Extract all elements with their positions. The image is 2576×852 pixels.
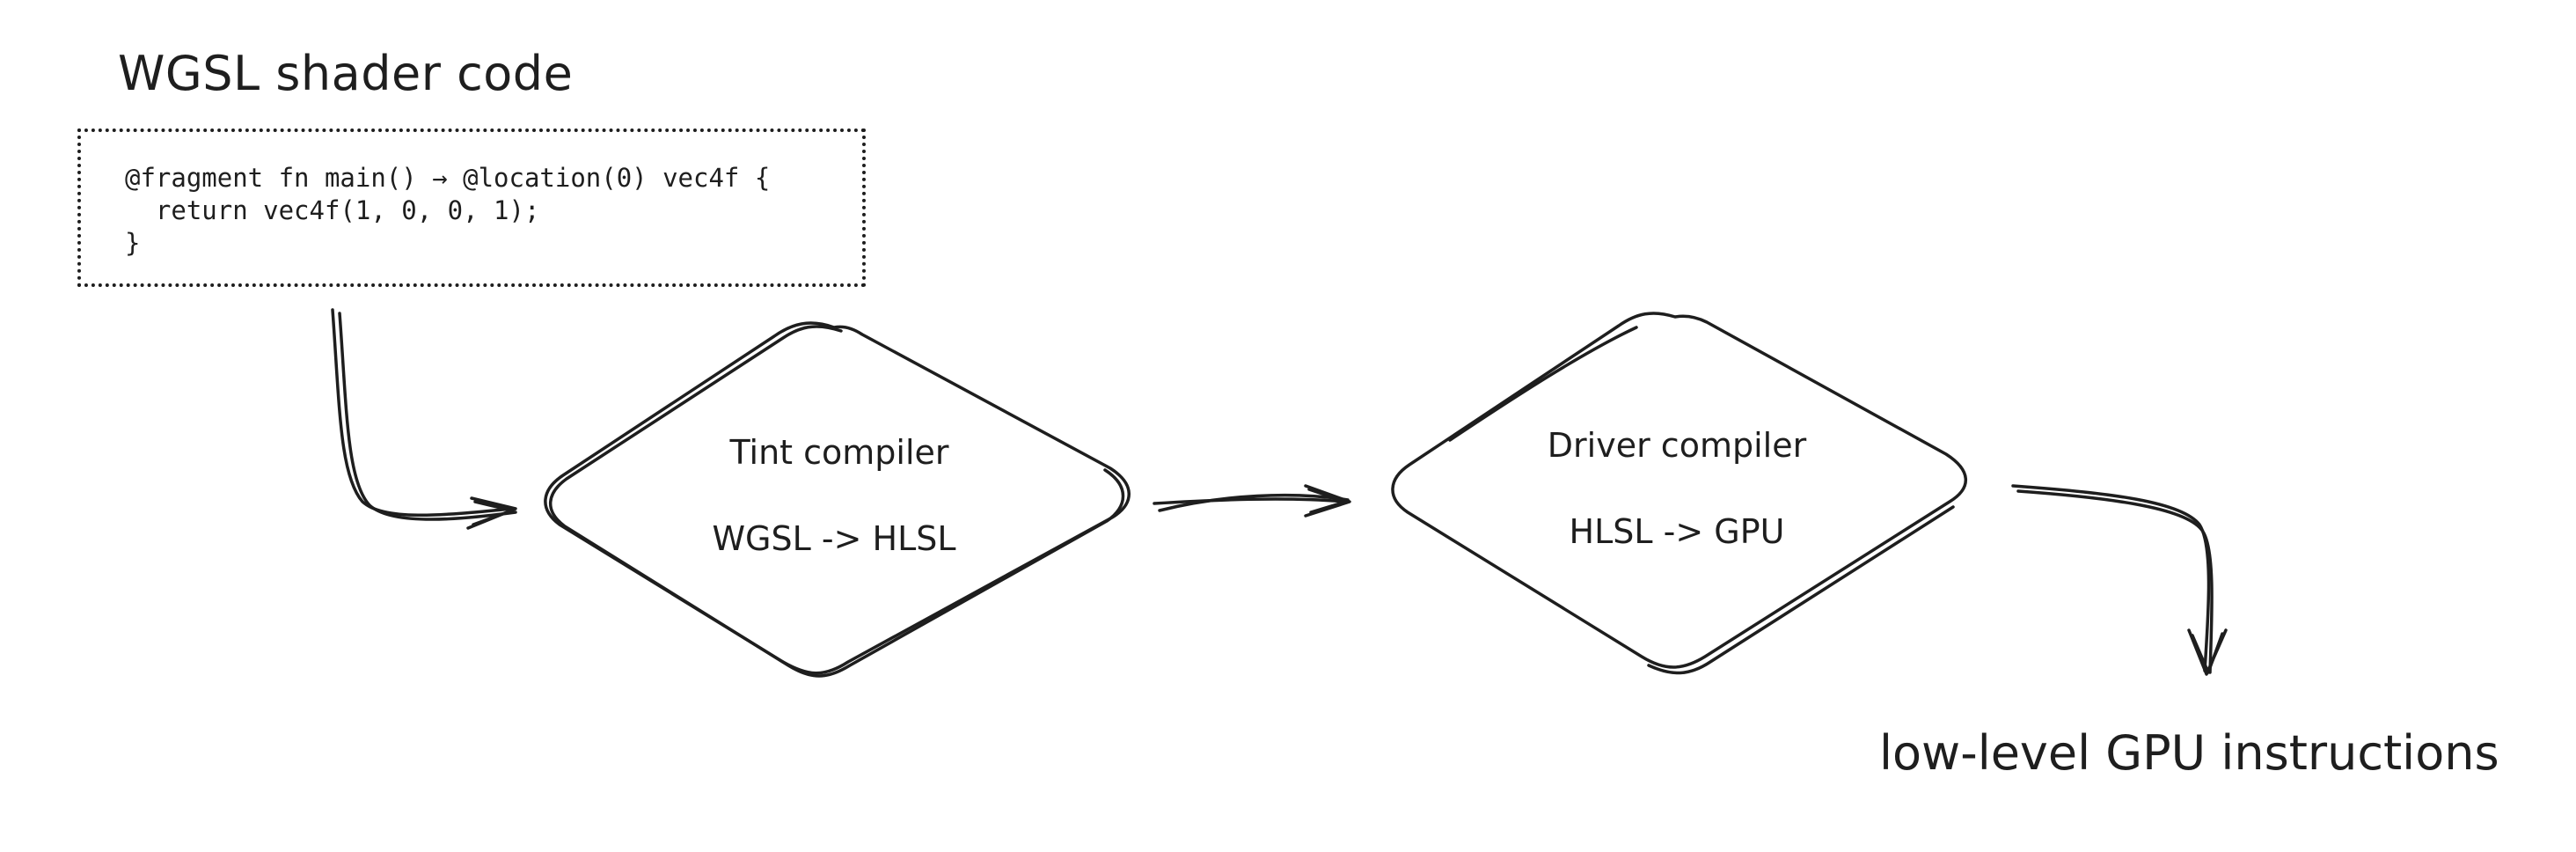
tint-compiler-detail: WGSL -> HLSL xyxy=(712,519,956,558)
tint-compiler-name: Tint compiler xyxy=(729,433,949,472)
tint-compiler-diamond xyxy=(544,321,1131,678)
code-line: @fragment fn main() → @location(0) vec4f… xyxy=(125,163,771,193)
driver-compiler-detail: HLSL -> GPU xyxy=(1569,512,1785,551)
code-line: return vec4f(1, 0, 0, 1); xyxy=(125,195,540,225)
driver-compiler-diamond xyxy=(1391,312,1967,675)
arrow-driver-to-output xyxy=(2011,484,2228,676)
arrow-code-to-tint xyxy=(331,308,517,530)
code-block: @fragment fn main() → @location(0) vec4f… xyxy=(77,129,866,287)
driver-compiler-name: Driver compiler xyxy=(1547,426,1807,465)
code-title: WGSL shader code xyxy=(118,46,574,101)
arrow-tint-to-driver xyxy=(1153,484,1351,518)
code-line: } xyxy=(125,228,141,258)
output-label: low-level GPU instructions xyxy=(1879,725,2499,781)
